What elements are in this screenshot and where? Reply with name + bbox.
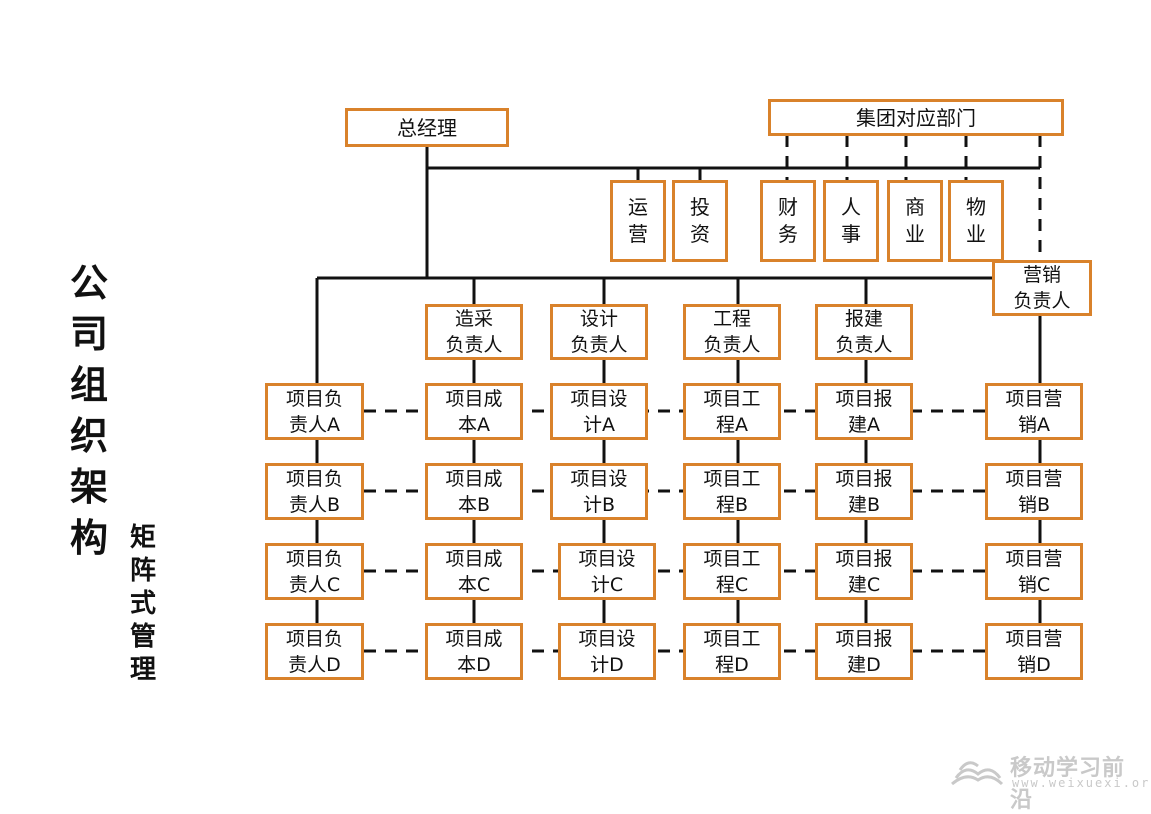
watermark: 移动学习前沿 www.weixuexi.org (946, 748, 1151, 813)
project-box-permit-d: 项目报 建D (815, 623, 913, 680)
project-box-design-a: 项目设 计A (550, 383, 648, 440)
dept-box-caiwu: 财 务 (760, 180, 816, 262)
dept-box-renshi: 人 事 (823, 180, 879, 262)
chart-title: 公 司 组 织 架 构 (69, 261, 108, 560)
project-box-permit-a: 项目报 建A (815, 383, 913, 440)
dept-box-yunying: 运 营 (610, 180, 666, 262)
general-manager-box: 总经理 (345, 108, 509, 147)
project-box-eng-b: 项目工 程B (683, 463, 781, 520)
project-box-cost-c: 项目成 本C (425, 543, 523, 600)
dept-box-wuye: 物 业 (948, 180, 1004, 262)
project-box-lead-d: 项目负 责人D (265, 623, 364, 680)
project-box-cost-d: 项目成 本D (425, 623, 523, 680)
project-box-lead-b: 项目负 责人B (265, 463, 364, 520)
project-box-marketing-d: 项目营 销D (985, 623, 1083, 680)
head-box-design: 设计 负责人 (550, 304, 648, 360)
connector-lines (315, 135, 1042, 653)
project-box-marketing-c: 项目营 销C (985, 543, 1083, 600)
org-chart-canvas: 公 司 组 织 架 构 矩 阵 式 管 理 总经理 集团对应部门 运 营 投 资… (69, 99, 1151, 813)
watermark-url: www.weixuexi.org (1012, 776, 1151, 790)
group-departments-box: 集团对应部门 (768, 99, 1064, 136)
head-box-procurement: 造采 负责人 (425, 304, 523, 360)
project-box-marketing-b: 项目营 销B (985, 463, 1083, 520)
head-box-permit: 报建 负责人 (815, 304, 913, 360)
project-box-design-c: 项目设 计C (558, 543, 656, 600)
project-box-design-d: 项目设 计D (558, 623, 656, 680)
project-box-eng-a: 项目工 程A (683, 383, 781, 440)
project-box-marketing-a: 项目营 销A (985, 383, 1083, 440)
head-box-marketing: 营销 负责人 (992, 260, 1092, 316)
project-box-cost-b: 项目成 本B (425, 463, 523, 520)
project-box-permit-c: 项目报 建C (815, 543, 913, 600)
dept-box-touzi: 投 资 (672, 180, 728, 262)
project-box-lead-c: 项目负 责人C (265, 543, 364, 600)
project-box-eng-c: 项目工 程C (683, 543, 781, 600)
project-box-permit-b: 项目报 建B (815, 463, 913, 520)
project-box-eng-d: 项目工 程D (683, 623, 781, 680)
head-box-engineering: 工程 负责人 (683, 304, 781, 360)
project-box-cost-a: 项目成 本A (425, 383, 523, 440)
project-box-design-b: 项目设 计B (550, 463, 648, 520)
chart-subtitle: 矩 阵 式 管 理 (129, 523, 156, 685)
book-logo-icon (951, 761, 1004, 786)
dept-box-shangye: 商 业 (887, 180, 943, 262)
project-box-lead-a: 项目负 责人A (265, 383, 364, 440)
